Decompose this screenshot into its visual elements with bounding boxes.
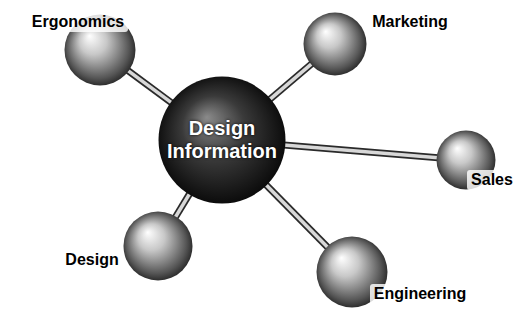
rod-core [269,63,312,99]
topic-label: Marketing [368,12,452,32]
rod-outline [284,145,438,158]
topic-sphere: Design [123,211,193,281]
rod-core [266,184,329,248]
hub-sphere: Design Information [158,76,286,204]
sphere-fill [124,212,193,281]
rod-outline [175,193,190,218]
rod-core [284,145,438,158]
hub-label: Design Information [166,117,278,163]
topic-label: Design [61,250,122,270]
topic-label: Engineering [370,284,470,304]
connector-rod [284,145,438,158]
connector-rod [266,184,329,248]
topic-sphere: Engineering [316,236,388,308]
connector-rod [269,63,312,99]
rod-outline [269,63,312,99]
sphere-fill [159,77,286,204]
topic-sphere: Sales [436,130,496,190]
sphere-fill [304,13,367,76]
topic-sphere: Marketing [303,12,367,76]
connector-rod [127,70,172,103]
sphere-shape [123,211,193,281]
sphere-shape [303,12,367,76]
topic-label: Sales [467,170,517,190]
rod-core [175,193,190,218]
rod-outline [127,70,172,103]
topic-label: Ergonomics [28,12,128,32]
rod-outline [266,184,329,248]
rod-core [127,70,172,103]
topic-sphere: Ergonomics [64,14,136,86]
connector-rod [175,193,190,218]
